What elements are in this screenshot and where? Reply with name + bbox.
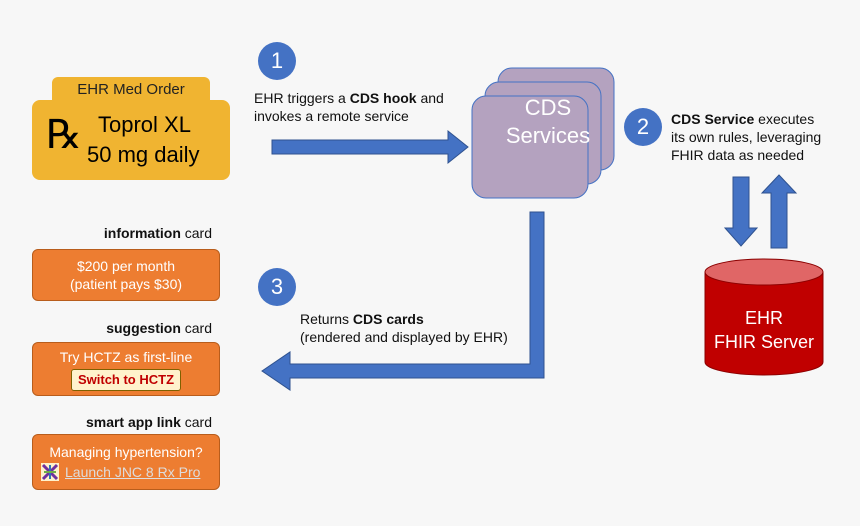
fhir-cylinder-body (704, 271, 824, 376)
step-2-text: CDS Service executes its own rules, leve… (671, 110, 851, 164)
fhir-cylinder-top (704, 258, 824, 286)
arrow-up-fhir (760, 174, 798, 249)
step-1-pre: EHR triggers a (254, 90, 350, 106)
ehr-line2: FHIR Server (713, 332, 814, 352)
smart-link-card-label-rest: card (180, 414, 212, 430)
suggestion-card-line1: Try HCTZ as first-line (59, 349, 193, 365)
smart-link-card-line1: Managing hypertension? (49, 444, 203, 460)
switch-to-hctz-button[interactable]: Switch to HCTZ (70, 369, 182, 391)
med-dose: 50 mg daily (87, 142, 200, 167)
arrow-request (271, 129, 469, 165)
rx-icon: ℞ (46, 112, 82, 158)
step-1-post: and (416, 90, 444, 106)
arrow-down-fhir (723, 176, 759, 247)
step-1-text: EHR triggers a CDS hook and invokes a re… (254, 89, 464, 125)
information-card-line1: $200 per month (76, 258, 176, 274)
suggestion-card: Try HCTZ as first-line Switch to HCTZ (32, 342, 220, 396)
step-2-bold: CDS Service (671, 111, 755, 127)
step-1-badge: 1 (258, 42, 296, 80)
step-1-number: 1 (270, 48, 284, 73)
ehr-line1: EHR (744, 308, 783, 328)
cds-line2: Services (505, 123, 591, 148)
information-card: $200 per month (patient pays $30) (32, 249, 220, 301)
smart-link-card: Managing hypertension? Launch JNC 8 Rx P… (32, 434, 220, 490)
step-3-number: 3 (270, 274, 284, 299)
step-1-bold: CDS hook (349, 90, 417, 106)
step-3-line2: (rendered and displayed by EHR) (300, 329, 508, 345)
information-card-label-rest: card (180, 225, 212, 241)
med-order-tab-label: EHR Med Order (77, 81, 185, 98)
information-card-line2: (patient pays $30) (69, 276, 183, 292)
step-2-post: executes (754, 111, 815, 127)
jnc8-app-icon (41, 463, 59, 481)
step-2-number: 2 (636, 114, 650, 139)
cds-line1: CDS (524, 95, 572, 120)
med-order-tab: EHR Med Order (52, 77, 210, 103)
cds-stack-front (471, 95, 589, 199)
med-order-box: ℞ Toprol XL 50 mg daily (32, 100, 230, 180)
step-3-pre: Returns (300, 311, 353, 327)
launch-jnc8-link[interactable]: Launch JNC 8 Rx Pro (65, 464, 201, 480)
med-drug: Toprol XL (98, 112, 191, 137)
suggestion-card-label-bold: suggestion (106, 320, 181, 336)
information-card-label-bold: information (103, 225, 181, 241)
step-3-bold: CDS cards (352, 311, 424, 327)
step-2-line3: FHIR data as needed (671, 147, 805, 163)
step-2-badge: 2 (624, 108, 662, 146)
smart-link-card-label-bold: smart app link (85, 414, 181, 430)
cds-services-label: CDS Services (490, 94, 606, 150)
step-3-text: Returns CDS cards (rendered and displaye… (300, 310, 530, 346)
step-3-badge: 3 (258, 268, 296, 306)
smart-link-card-label: smart app link card (40, 414, 212, 430)
step-1-line2: invokes a remote service (254, 108, 409, 124)
step-2-line2: its own rules, leveraging (671, 129, 822, 145)
information-card-label: information card (60, 225, 212, 241)
suggestion-card-label-rest: card (180, 320, 212, 336)
arrow-response (261, 211, 545, 391)
ehr-fhir-server-label: EHR FHIR Server (705, 306, 823, 354)
suggestion-card-label: suggestion card (60, 320, 212, 336)
